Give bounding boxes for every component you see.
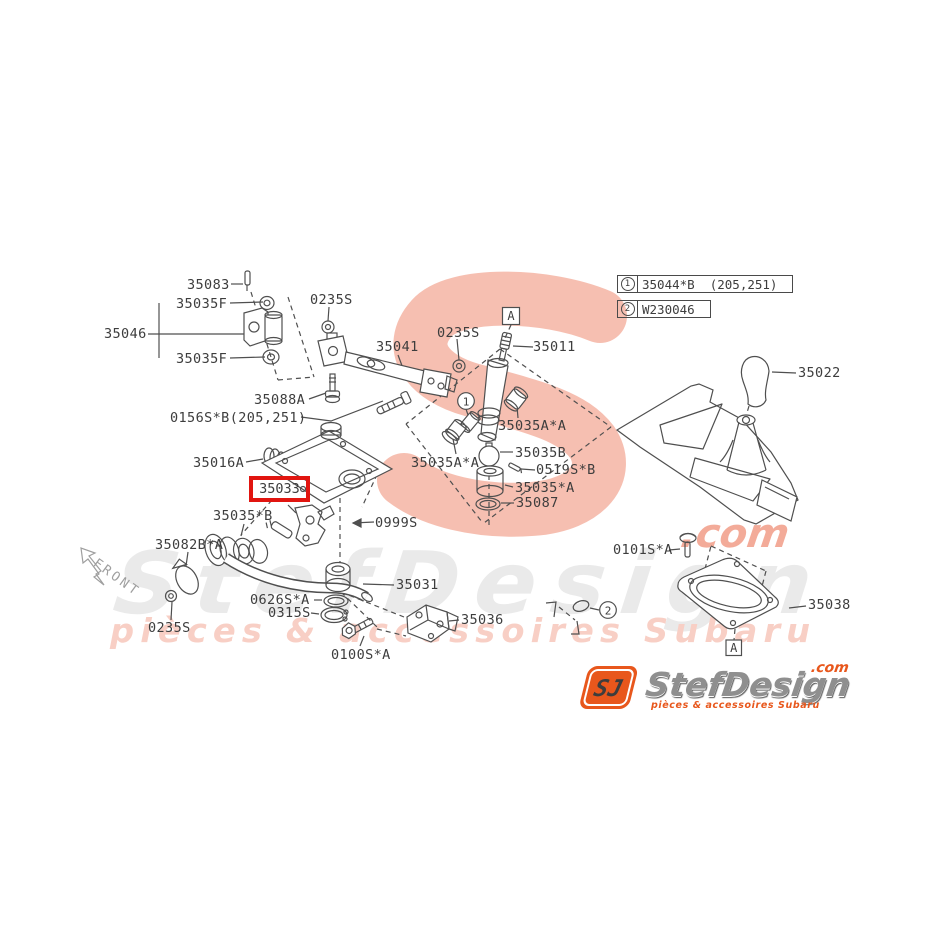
- logo-com-text: .com: [809, 660, 850, 676]
- part-label-0626SA: 0626S*A: [250, 592, 310, 608]
- marker-box-a-lower: A: [725, 639, 743, 657]
- part-label-35046: 35046: [104, 326, 147, 342]
- svg-text:A: A: [507, 309, 515, 323]
- legend-circle-1-icon: 1: [618, 276, 638, 292]
- part-label-35035sA: 35035*A: [515, 480, 575, 496]
- stefdesign-logo: StefDesign .com pièces & accessoires Sub…: [583, 660, 868, 715]
- part-label-0235S-2: 0235S: [437, 325, 480, 341]
- part-label-35035AA-right: 35035A*A: [498, 418, 567, 434]
- part-label-0235S-1: 0235S: [310, 292, 353, 308]
- part-label-35036: 35036: [461, 612, 504, 628]
- part-label-0100SA: 0100S*A: [331, 647, 391, 663]
- marker-circle-1: 1: [457, 392, 475, 410]
- leader-lines: [148, 283, 807, 647]
- part-drawing-console-35022: [615, 355, 799, 525]
- highlighted-part-box-35033: 35033: [249, 476, 310, 502]
- svg-text:1: 1: [463, 396, 470, 409]
- part-label-0519SB: 0519S*B: [536, 462, 596, 478]
- svg-text:SJ: SJ: [591, 674, 626, 702]
- part-label-35082BA: 35082B*A: [155, 537, 224, 553]
- part-label-35087: 35087: [516, 495, 559, 511]
- legend-row-1: 1 35044*B (205,251): [617, 275, 793, 293]
- part-label-35011: 35011: [533, 339, 576, 355]
- part-label-35041: 35041: [376, 339, 419, 355]
- part-label-0315S: 0315S: [268, 605, 311, 621]
- part-label-35031: 35031: [396, 577, 439, 593]
- part-drawing-lever-35011: [441, 331, 529, 511]
- part-drawing-tray-35038: [677, 532, 779, 630]
- part-label-35083: 35083: [187, 277, 230, 293]
- part-label-35038: 35038: [808, 597, 851, 613]
- front-arrow-icon: [80, 547, 105, 586]
- marker-box-a-upper: A: [501, 306, 521, 326]
- part-drawing-pivot-35033: [265, 504, 335, 547]
- legend-text-1: 35044*B (205,251): [642, 276, 778, 292]
- part-drawing-damper-35046: [243, 270, 283, 365]
- logo-sj-mark: SJ: [580, 666, 638, 709]
- part-drawing-rod-35031: [164, 533, 459, 643]
- svg-text:2: 2: [605, 605, 612, 618]
- legend-circle-2-icon: 2: [618, 301, 638, 317]
- svg-text:A: A: [730, 641, 738, 655]
- part-label-35033: 35033: [259, 481, 300, 497]
- part-label-0101SA: 0101S*A: [613, 542, 673, 558]
- part-label-0235S-3: 0235S: [148, 620, 191, 636]
- legend-text-2: W230046: [642, 301, 695, 317]
- part-label-35035F-bottom: 35035F: [176, 351, 228, 367]
- part-label-35022: 35022: [798, 365, 841, 381]
- part-drawing-rod-35041: [317, 320, 466, 415]
- part-label-35035F-top: 35035F: [176, 296, 228, 312]
- legend-row-2: 2 W230046: [617, 300, 711, 318]
- part-label-35016A: 35016A: [193, 455, 245, 471]
- part-label-35035B: 35035B: [515, 445, 567, 461]
- part-label-0156SB: 0156S*B(205,251): [170, 410, 307, 426]
- clip-marks-w230046: [545, 600, 590, 635]
- part-label-35035AA-left: 35035A*A: [411, 455, 480, 471]
- part-label-35088A: 35088A: [254, 392, 306, 408]
- marker-circle-2: 2: [599, 601, 617, 619]
- logo-tagline-text: pièces & accessoires Subaru: [651, 700, 820, 711]
- part-label-0999S: 0999S: [375, 515, 418, 531]
- part-label-35035sB: 35035*B: [213, 508, 273, 524]
